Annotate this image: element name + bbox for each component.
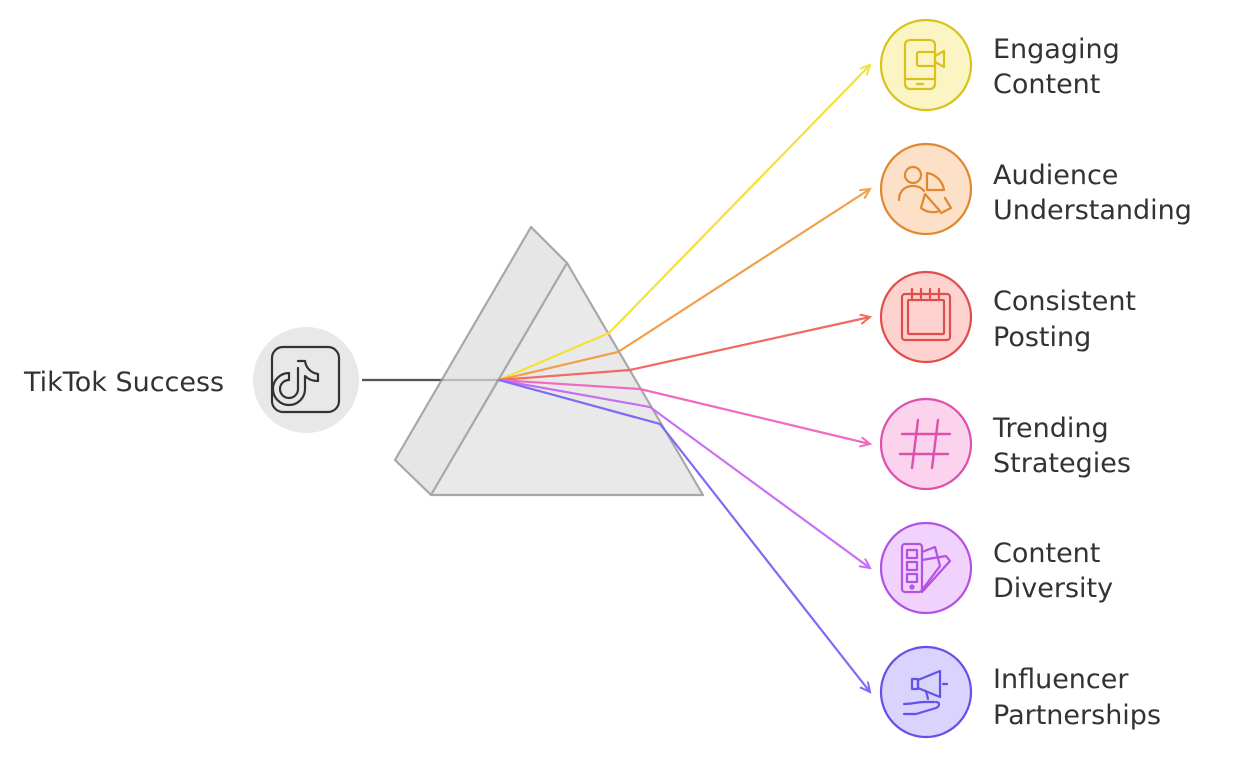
output-label-line2: Strategies <box>993 448 1131 479</box>
output-node-audience-understanding: Audience Understanding <box>879 142 1192 236</box>
megaphone-hand-icon <box>902 669 949 716</box>
rays <box>498 65 870 692</box>
ray-influencer-partnerships <box>498 378 870 692</box>
ray-content-diversity <box>498 378 870 568</box>
output-label-line1: Trending <box>992 413 1109 444</box>
color-swatch-icon <box>900 542 952 594</box>
output-label-line2: Posting <box>993 322 1091 353</box>
output-label-line2: Diversity <box>993 573 1113 604</box>
output-label-line1: Influencer <box>993 664 1129 695</box>
ray-trending-strategies <box>498 378 870 444</box>
output-label-line1: Consistent <box>993 286 1136 317</box>
source-label: TikTok Success <box>23 367 224 398</box>
ray-consistent-posting <box>498 317 870 382</box>
output-label-line2: Understanding <box>993 195 1192 226</box>
output-label-line2: Partnerships <box>993 700 1161 731</box>
ray-engaging-content <box>498 65 870 382</box>
source-node <box>253 327 359 433</box>
tiktok-icon <box>270 345 341 414</box>
output-label-line2: Content <box>993 69 1100 100</box>
output-node-trending-strategies: Trending Strategies <box>879 397 1131 491</box>
calendar-icon <box>900 287 952 342</box>
ray-audience-understanding <box>498 189 870 382</box>
output-label-line1: Engaging <box>993 34 1120 65</box>
hashtag-icon <box>898 418 952 470</box>
audience-pie-chart-icon <box>897 165 953 215</box>
output-node-engaging-content: Engaging Content <box>879 18 1120 112</box>
output-label-line1: Content <box>993 538 1100 569</box>
output-node-consistent-posting: Consistent Posting <box>879 270 1136 364</box>
output-node-content-diversity: Content Diversity <box>879 521 1113 615</box>
phone-video-icon <box>903 38 946 91</box>
output-label-line1: Audience <box>993 160 1118 191</box>
output-node-influencer-partnerships: Influencer Partnerships <box>879 645 1161 739</box>
prism <box>362 225 705 497</box>
